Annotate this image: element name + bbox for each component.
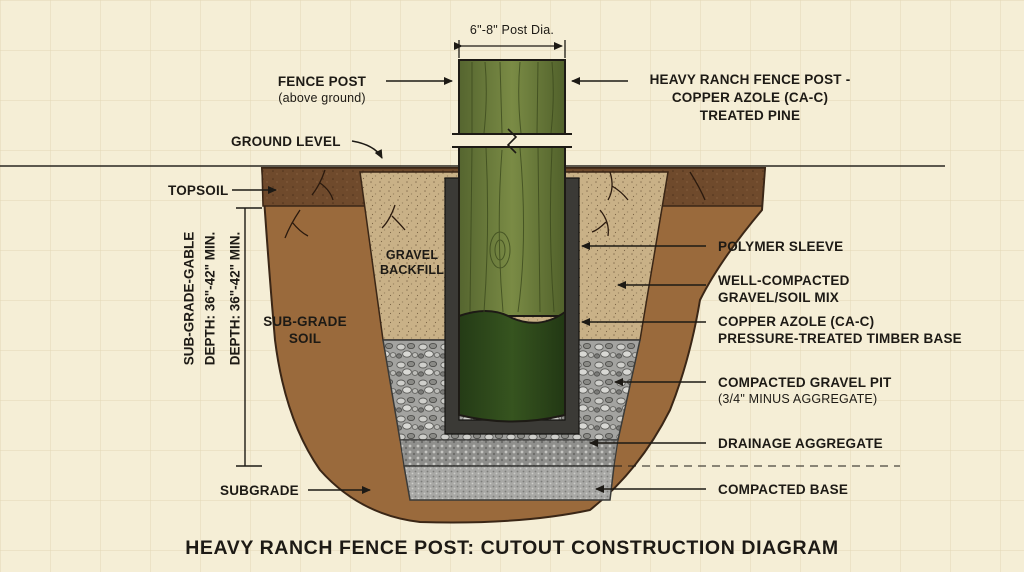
post-upper-segment [458, 59, 566, 136]
leader-arrows-right [571, 77, 706, 493]
depth-label-line3: DEPTH: 36"-42" MIN. [227, 231, 243, 366]
drainage-aggregate-layer [399, 439, 619, 467]
diagram-title: HEAVY RANCH FENCE POST: CUTOUT CONSTRUCT… [185, 537, 839, 559]
gravel-backfill-label-line2: BACKFILL [379, 263, 445, 277]
polymer-sleeve-label: POLYMER SLEEVE [718, 239, 844, 254]
gravel-backfill-label-line1: GRAVEL [385, 248, 439, 262]
subgrade-label: SUBGRADE [220, 483, 299, 498]
depth-label-line2: DEPTH: 36"-42" MIN. [202, 231, 218, 366]
post-type-label-line3: TREATED PINE [699, 108, 801, 123]
post-below-break [458, 145, 566, 317]
depth-label-line1: SUB-GRADE-GABLE [181, 231, 197, 366]
subgrade-soil-label-line2: SOIL [288, 331, 322, 346]
post-treated-base [458, 310, 566, 423]
post-type-label-line1: HEAVY RANCH FENCE POST - [649, 72, 851, 87]
ground-level-label: GROUND LEVEL [231, 134, 341, 149]
root-lines [284, 169, 706, 239]
post-diameter-dimension [454, 40, 566, 58]
gravel-soil-label-line2: GRAVEL/SOIL MIX [718, 290, 840, 305]
leader-arrows-left [232, 77, 453, 494]
subgrade-soil-label-line1: SUB-GRADE [263, 314, 347, 329]
gravel-pit-note: (3/4" MINUS AGGREGATE) [718, 392, 878, 406]
gravel-pit-label: COMPACTED GRAVEL PIT [718, 375, 892, 390]
fence-post-label: FENCE POST [277, 74, 367, 89]
compacted-base-label: COMPACTED BASE [718, 482, 849, 497]
timber-base-label-line2: PRESSURE-TREATED TIMBER BASE [718, 331, 962, 346]
post-type-label-line2: COPPER AZOLE (CA-C) [671, 90, 829, 105]
post-diameter-label: 6"-8" Post Dia. [469, 23, 555, 37]
depth-dimension-line [236, 207, 262, 467]
topsoil-label: TOPSOIL [168, 183, 229, 198]
timber-base-label-line1: COPPER AZOLE (CA-C) [718, 314, 875, 329]
wood-grain [469, 61, 555, 313]
gravel-soil-label-line1: WELL-COMPACTED [718, 273, 850, 288]
fence-post-note: (above ground) [278, 91, 366, 105]
compacted-base-layer [403, 465, 615, 501]
post-break-symbol [450, 128, 574, 154]
drainage-aggregate-label: DRAINAGE AGGREGATE [718, 436, 883, 451]
